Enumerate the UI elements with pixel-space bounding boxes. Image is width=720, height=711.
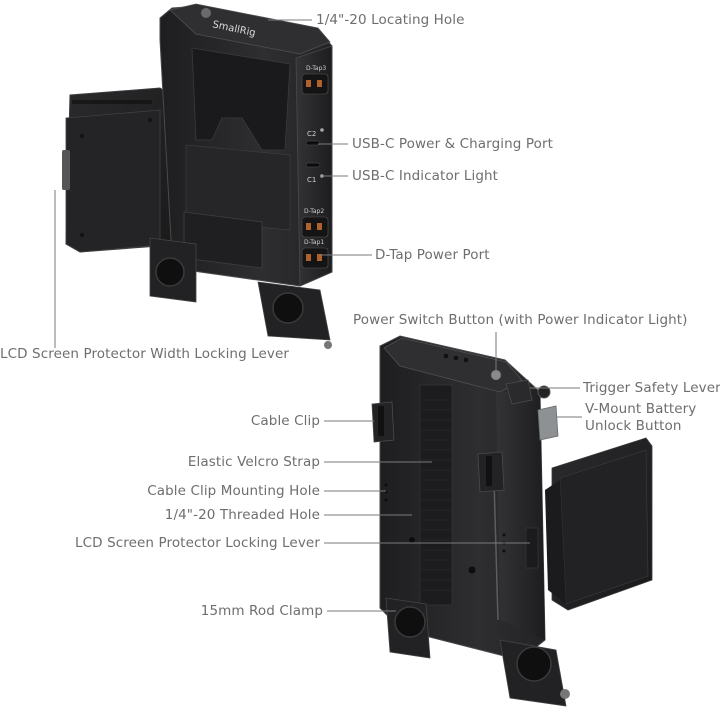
usb-c-port-1 [305, 162, 321, 168]
leader-lines [54, 19, 582, 612]
label-trigger-safety-lever: Trigger Safety Lever [583, 380, 720, 396]
label-vmount-unlock-line2: Unlock Button [585, 418, 682, 434]
cable-clips [371, 401, 505, 493]
bottom-device [371, 335, 653, 707]
label-power-switch: Power Switch Button (with Power Indicato… [353, 312, 688, 328]
svg-text:D-Tap1: D-Tap1 [304, 239, 324, 246]
label-locating-hole: 1/4"-20 Locating Hole [316, 12, 465, 28]
label-usb-c-power-port: USB-C Power & Charging Port [352, 136, 553, 152]
lcd-locking-lever [525, 527, 539, 569]
usb-c-ports: C2 C1 [305, 128, 324, 184]
label-vmount-unlock-line1: V-Mount Battery [585, 401, 697, 417]
vmount-unlock-button [537, 405, 559, 441]
label-lcd-width-lever: LCD Screen Protector Width Locking Lever [0, 346, 290, 362]
usb-c-indicator-light-2 [320, 128, 324, 132]
v-mount-plate [191, 47, 291, 151]
label-velcro-strap: Elastic Velcro Strap [187, 454, 320, 470]
label-lcd-locking-lever: LCD Screen Protector Locking Lever [75, 535, 320, 551]
dtap1-port: D-Tap1 [301, 239, 329, 269]
locating-hole-top [201, 8, 211, 18]
label-dtap-power-port: D-Tap Power Port [375, 247, 490, 263]
dtap3-port: D-Tap3 [301, 65, 329, 95]
trigger-safety-lever [505, 379, 533, 405]
label-clip-mounting-hole: Cable Clip Mounting Hole [147, 483, 320, 499]
top-lcd-protector [62, 87, 173, 253]
threaded-hole [409, 537, 415, 543]
usb-c-port-2 [305, 140, 321, 146]
bottom-lcd-protector [545, 437, 653, 611]
label-threaded-hole: 1/4"-20 Threaded Hole [164, 507, 320, 523]
svg-text:D-Tap2: D-Tap2 [304, 208, 324, 215]
label-rod-clamp: 15mm Rod Clamp [200, 603, 323, 619]
velcro-strap [419, 384, 453, 606]
svg-text:D-Tap3: D-Tap3 [306, 65, 326, 72]
dtap2-port: D-Tap2 [301, 208, 329, 238]
lcd-width-lever-part [62, 150, 70, 190]
top-rod-clamps [149, 237, 332, 349]
label-cable-clip: Cable Clip [250, 413, 320, 429]
bottom-rod-clamps [385, 597, 570, 707]
svg-text:C2: C2 [307, 130, 316, 138]
svg-text:C1: C1 [307, 176, 316, 184]
top-device: SmallRig D-Tap3 C2 C1 [62, 3, 333, 349]
label-usb-c-indicator: USB-C Indicator Light [352, 168, 499, 184]
